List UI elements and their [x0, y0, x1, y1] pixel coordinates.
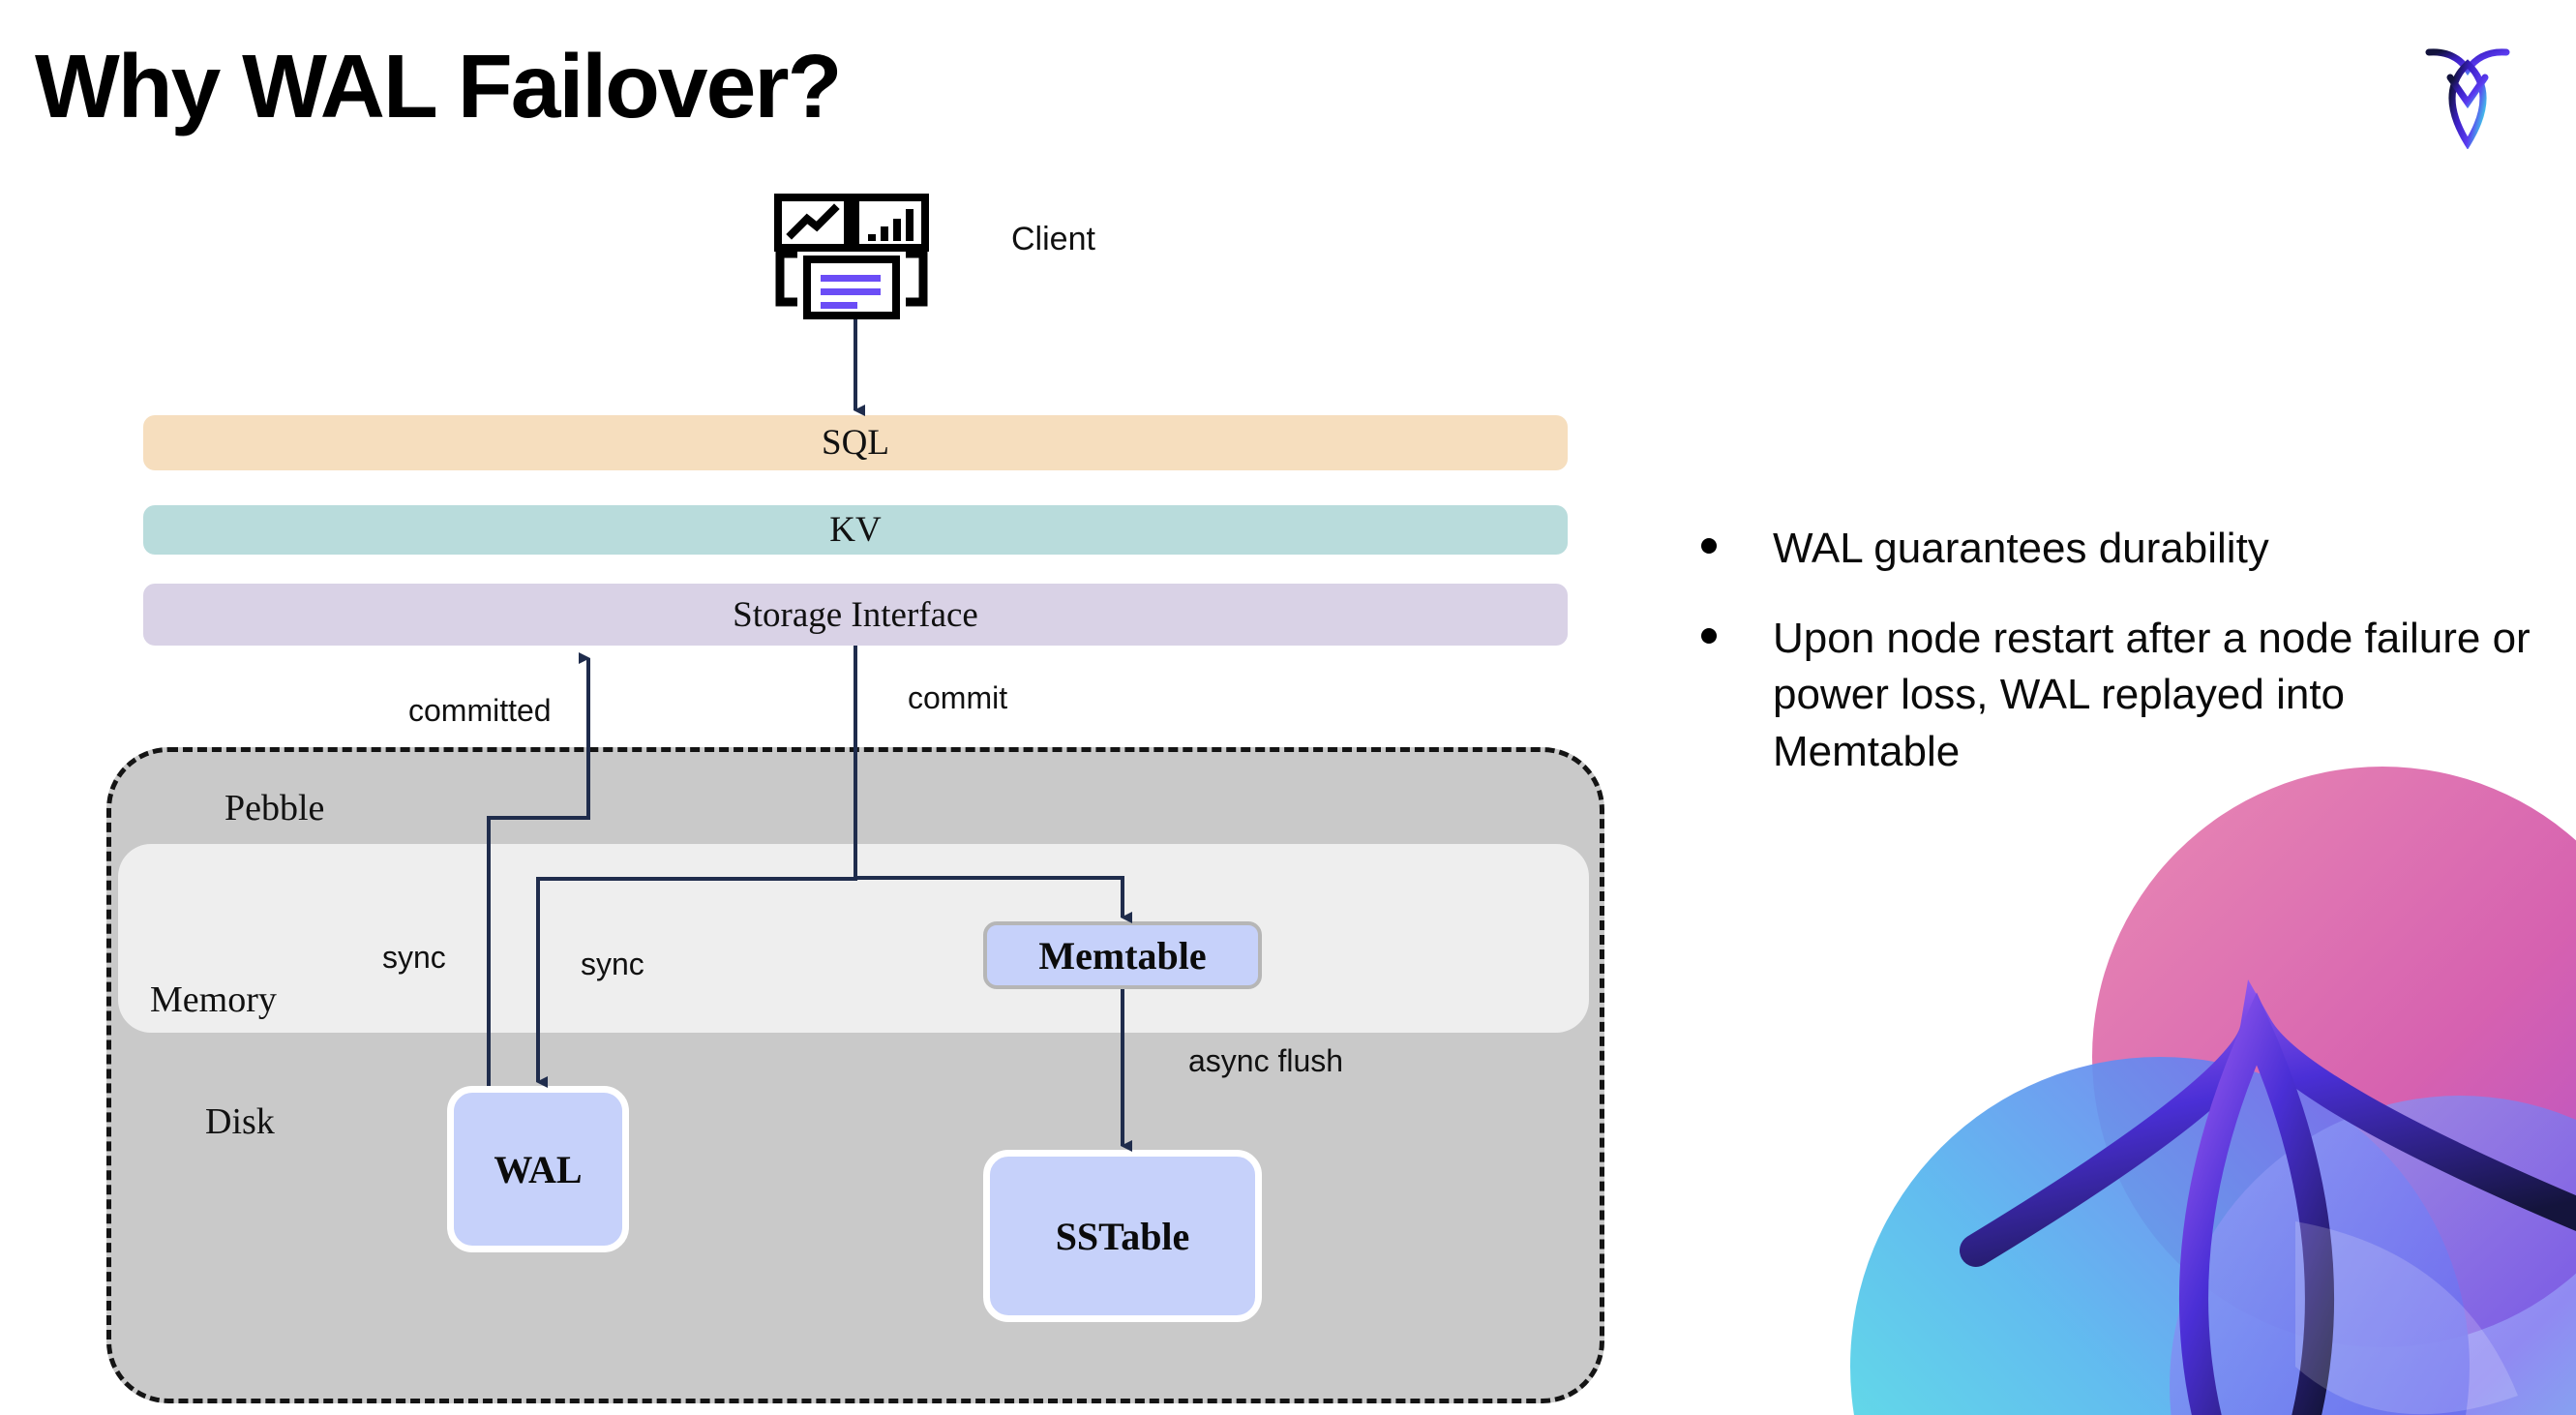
bullet-dot-icon [1701, 538, 1717, 554]
node-wal: WAL [447, 1086, 629, 1252]
bullet-text: WAL guarantees durability [1773, 525, 2269, 572]
cockroachdb-logo-icon [2425, 48, 2510, 149]
layer-storage-interface-label: Storage Interface [733, 594, 978, 635]
decorative-corner-artwork [1850, 767, 2576, 1415]
layer-sql: SQL [143, 415, 1568, 470]
page-title: Why WAL Failover? [35, 36, 842, 136]
node-sstable-label: SSTable [1055, 1214, 1190, 1258]
memory-label: Memory [150, 979, 277, 1020]
layer-kv-label: KV [829, 510, 882, 550]
list-item: Upon node restart after a node failure o… [1701, 611, 2533, 781]
edge-label-commit: commit [908, 680, 1008, 715]
client-label: Client [1011, 221, 1095, 257]
edge-label-async-flush: async flush [1188, 1043, 1344, 1078]
list-item: WAL guarantees durability [1701, 521, 2533, 578]
layer-storage-interface: Storage Interface [143, 584, 1568, 646]
node-memtable: Memtable [983, 921, 1262, 989]
edge-label-sync-left: sync [382, 940, 446, 975]
client-dashboard-icon [774, 194, 929, 319]
bullet-list: WAL guarantees durability Upon node rest… [1701, 521, 2533, 813]
layer-kv: KV [143, 505, 1568, 555]
disk-label: Disk [205, 1101, 275, 1142]
node-sstable: SSTable [983, 1150, 1262, 1322]
bullet-text: Upon node restart after a node failure o… [1773, 614, 2531, 775]
memory-region [118, 844, 1589, 1033]
edge-label-committed: committed [408, 693, 552, 728]
node-memtable-label: Memtable [1038, 933, 1207, 978]
edge-label-sync-right: sync [581, 947, 644, 981]
bullet-dot-icon [1701, 627, 1717, 644]
pebble-label: Pebble [225, 788, 325, 828]
node-wal-label: WAL [494, 1147, 583, 1191]
layer-sql-label: SQL [822, 423, 889, 463]
